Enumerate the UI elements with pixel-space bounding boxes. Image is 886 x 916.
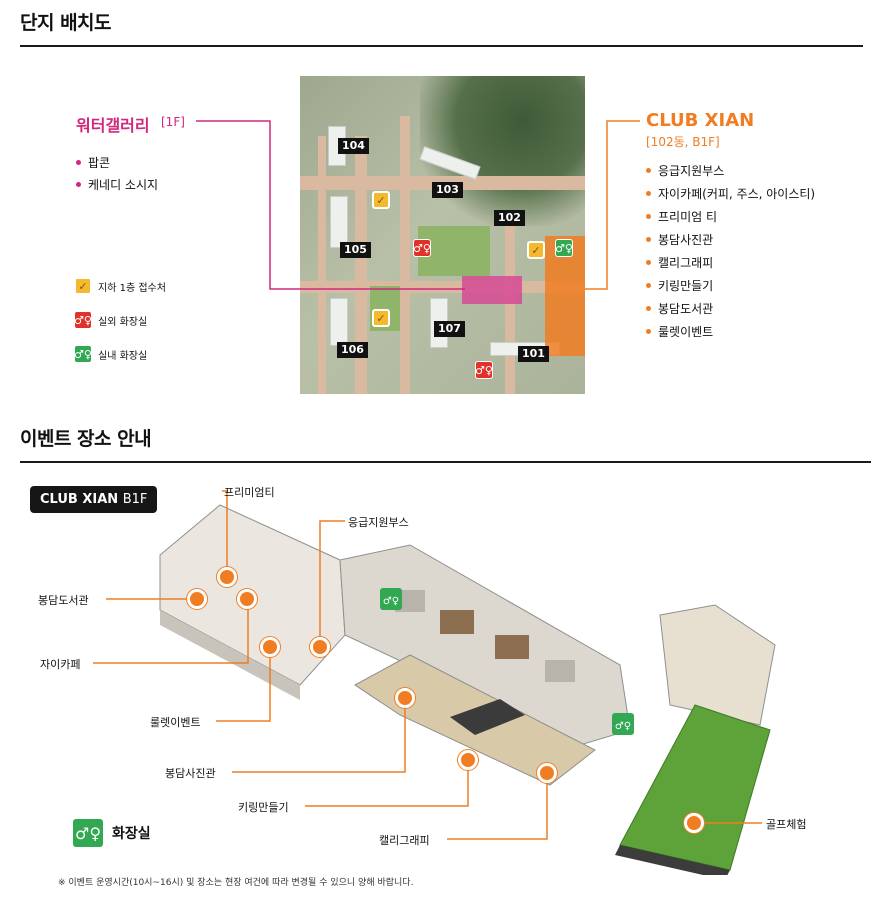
list-item: 키링만들기 [646, 275, 815, 298]
photo-pin[interactable] [395, 688, 415, 708]
cafe-line [93, 600, 249, 664]
room-block [545, 660, 575, 682]
site-plan-title: 단지 배치도 [20, 12, 112, 34]
list-item: 팝콘 [76, 152, 158, 174]
badge-main: CLUB XIAN [40, 492, 119, 507]
calligraphy-pin[interactable] [537, 763, 557, 783]
calligraphy-line [447, 773, 548, 840]
label-golf: 골프체험 [766, 818, 807, 831]
list-item: 프리미엄 티 [646, 206, 815, 229]
checkbox-icon: ✓ [372, 191, 390, 209]
water-gallery-connector [196, 120, 465, 290]
photo-line [232, 698, 406, 773]
emergency-line [319, 520, 345, 646]
building-101-label: 101 [518, 346, 549, 362]
outdoor-restroom-icon: ♂♀ [413, 239, 431, 257]
room-block [395, 590, 425, 612]
label-cafe: 자이카페 [40, 658, 81, 671]
room-block [440, 610, 474, 634]
water-gallery-items: 팝콘 케네디 소시지 [76, 152, 158, 196]
list-item: 자이카페(커피, 주스, 아이스티) [646, 183, 815, 206]
outdoor-restroom-icon: ♂♀ [475, 361, 493, 379]
club-xian-location: [102동, B1F] [646, 135, 720, 149]
road [318, 136, 326, 394]
checkbox-icon: ✓ [74, 277, 92, 295]
water-gallery-title: 워터갤러리 [76, 116, 150, 135]
road [505, 216, 515, 394]
legend-label: 지하 1층 접수처 [98, 282, 166, 294]
footnote: ※ 이벤트 운영시간(10시~16시) 및 장소는 현장 여건에 따라 변경될 … [58, 878, 414, 888]
badge-floor: B1F [122, 492, 148, 507]
road [355, 136, 367, 394]
label-premium-tea: 프리미엄티 [224, 486, 275, 499]
legend-reception: ✓ 지하 1층 접수처 [74, 277, 166, 295]
label-roulette: 룰렛이벤트 [150, 716, 201, 729]
premium-tea-pin[interactable] [217, 567, 237, 587]
site-aerial-map: 104 103 102 105 107 106 101 ✓ ✓ ✓ ♂♀ ♂♀ … [300, 76, 585, 394]
building-103-label: 103 [432, 182, 463, 198]
label-library: 봉담도서관 [38, 594, 89, 607]
indoor-restroom-icon: ♂♀ [555, 239, 573, 257]
restroom-glyph: ♂♀ [383, 596, 399, 607]
emergency-pin[interactable] [310, 637, 330, 657]
label-keyring: 키링만들기 [238, 801, 289, 814]
club-xian-title: CLUB XIAN [646, 110, 755, 131]
table [450, 699, 525, 735]
legend-indoor-restroom: ♂♀ 실내 화장실 [74, 345, 147, 363]
restroom-legend-label: 화장실 [112, 826, 151, 842]
water-gallery-floor: [1F] [161, 115, 185, 129]
building-104-label: 104 [338, 138, 369, 154]
list-item: 봉담사진관 [646, 229, 815, 252]
roulette-pin[interactable] [260, 637, 280, 657]
list-item: 캘리그래피 [646, 252, 815, 275]
floor-plan-b1f: ♂♀ ♂♀ [159, 504, 776, 875]
water-gallery-zone [462, 276, 522, 304]
golf-wall [615, 845, 730, 875]
indoor-restroom-icon: ♂♀ [72, 818, 104, 848]
legend-label: 실외 화장실 [98, 316, 148, 328]
building [330, 196, 348, 248]
building-102-label: 102 [494, 210, 525, 226]
indoor-restroom-icon: ♂♀ [74, 345, 92, 363]
list-item: 케네디 소시지 [76, 174, 158, 196]
list-item: 룰렛이벤트 [646, 321, 815, 344]
legend-outdoor-restroom: ♂♀ 실외 화장실 [74, 311, 147, 329]
outdoor-restroom-icon: ♂♀ [74, 311, 92, 329]
annex-floor [659, 604, 776, 726]
indoor-restroom-icon [380, 588, 402, 610]
checkbox-icon: ✓ [527, 241, 545, 259]
list-item: 봉담도서관 [646, 298, 815, 321]
list-item: 응급지원부스 [646, 160, 815, 183]
roulette-line [216, 648, 271, 722]
road [400, 116, 410, 394]
legend-label: 실내 화장실 [98, 350, 148, 362]
forest-area [420, 76, 585, 226]
title-divider [20, 45, 863, 47]
club-xian-connector [585, 120, 640, 290]
indoor-restroom-icon [612, 713, 634, 735]
left-wing-wall [160, 610, 300, 700]
floor-badge: CLUB XIAN B1F [30, 486, 158, 513]
room-block [495, 635, 529, 659]
label-calligraphy: 캘리그래피 [379, 834, 430, 847]
club-xian-items: 응급지원부스 자이카페(커피, 주스, 아이스티) 프리미엄 티 봉담사진관 캘… [646, 160, 815, 344]
building-105-label: 105 [340, 242, 371, 258]
building-106-label: 106 [337, 342, 368, 358]
label-photo: 봉담사진관 [165, 767, 216, 780]
premium-tea-line [222, 490, 228, 578]
event-guide-title: 이벤트 장소 안내 [20, 428, 152, 450]
restroom-legend: ♂♀ 화장실 [72, 818, 151, 848]
library-pin[interactable] [187, 589, 207, 609]
label-emergency: 응급지원부스 [348, 516, 409, 529]
checkbox-icon: ✓ [372, 309, 390, 327]
keyring-pin[interactable] [458, 750, 478, 770]
restroom-glyph: ♂♀ [615, 721, 631, 732]
keyring-line [305, 760, 469, 807]
building-107-label: 107 [434, 321, 465, 337]
cafe-pin[interactable] [237, 589, 257, 609]
golf-pin[interactable] [684, 813, 704, 833]
title-divider [20, 461, 871, 463]
